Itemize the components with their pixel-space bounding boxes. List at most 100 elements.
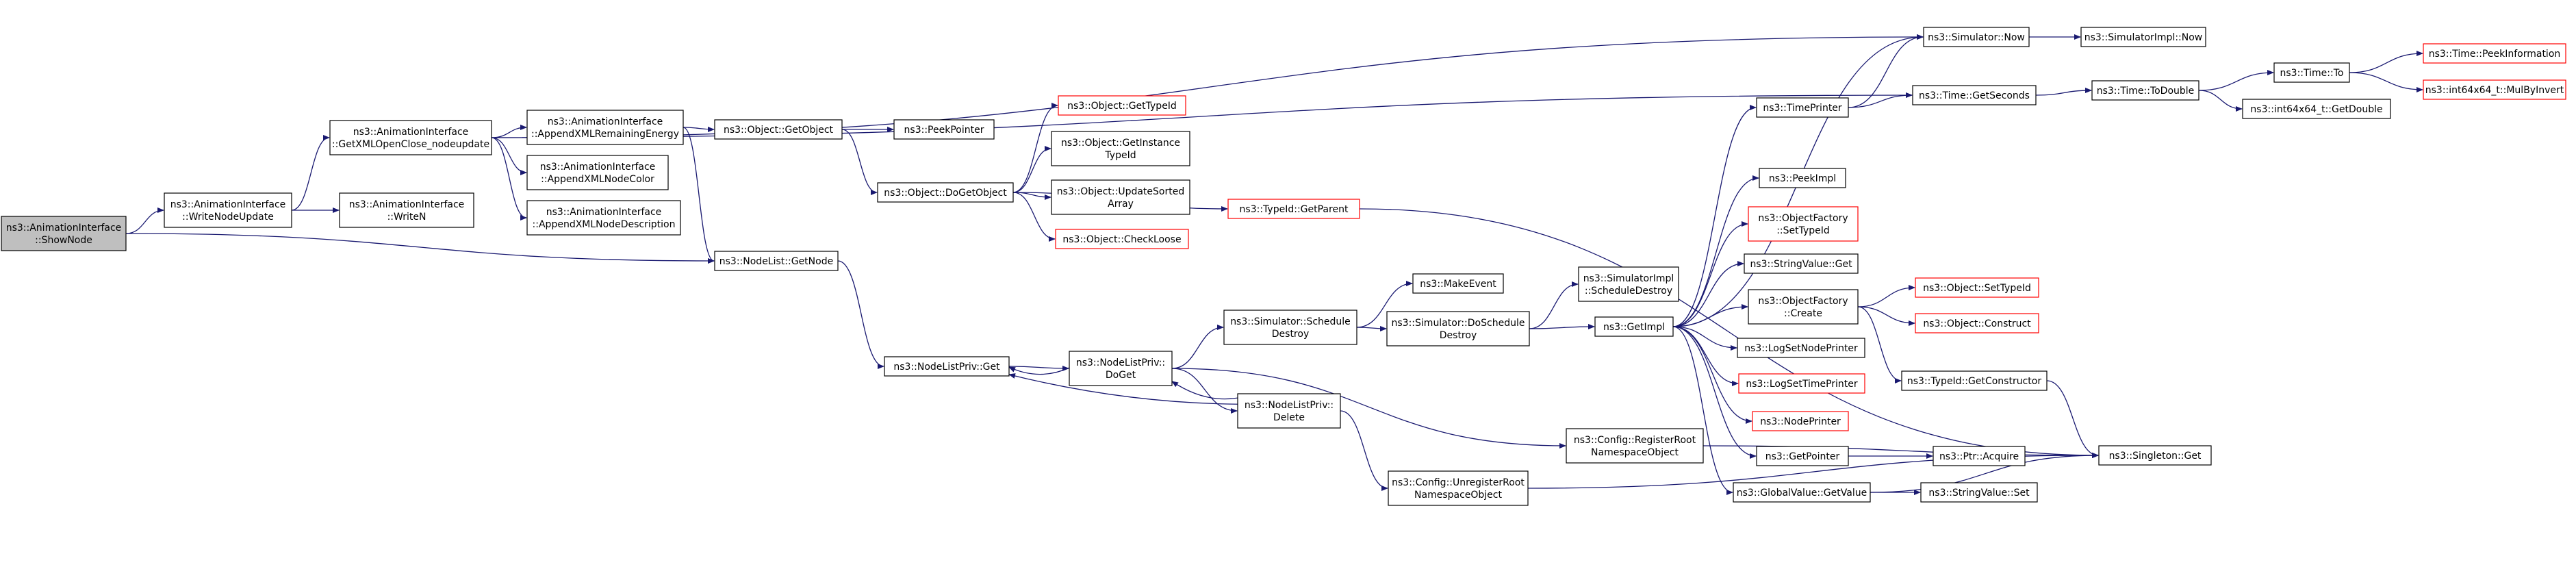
node-singleton-get[interactable]: ns3::Singleton::Get — [2098, 445, 2212, 466]
node-append-color[interactable]: ns3::AnimationInterface::AppendXMLNodeCo… — [526, 155, 669, 190]
node-label: ns3::Object::DoGetObject — [884, 188, 1007, 199]
node-label: ns3::NodeListPriv::Get — [893, 362, 1000, 373]
node-label: ns3::AnimationInterface — [170, 199, 286, 210]
node-box — [1738, 373, 1865, 394]
node-obj-set-type-id[interactable]: ns3::Object::SetTypeId — [1915, 277, 2039, 298]
node-node-list-get-node[interactable]: ns3::NodeList::GetNode — [714, 251, 839, 271]
node-label: ns3::LogSetTimePrinter — [1746, 379, 1858, 390]
node-label: ns3::AnimationInterface — [353, 127, 469, 138]
edge-append-energy-to-get-object — [683, 126, 715, 132]
node-box — [1933, 446, 2026, 466]
node-label: ns3::Time::To — [2280, 68, 2344, 79]
edge-get-xml-to-time-get-seconds — [491, 92, 1913, 138]
node-peek-impl[interactable]: ns3::PeekImpl — [1759, 168, 1846, 188]
node-label: ::Create — [1784, 308, 1822, 319]
node-cfg-unregister[interactable]: ns3::Config::UnregisterRootNamespaceObje… — [1388, 470, 1529, 506]
node-node-list-priv-get[interactable]: ns3::NodeListPriv::Get — [884, 356, 1010, 377]
node-int64-get-double[interactable]: ns3::int64x64_t::GetDouble — [2242, 99, 2391, 119]
edge-node-list-priv-do-get-to-cfg-register — [1171, 368, 1566, 449]
node-do-get-object[interactable]: ns3::Object::DoGetObject — [877, 182, 1014, 203]
node-sim-sched-destroy[interactable]: ns3::Simulator::ScheduleDestroy — [1223, 310, 1357, 345]
node-label: ns3::Object::GetObject — [724, 125, 834, 136]
node-log-set-time-printer[interactable]: ns3::LogSetTimePrinter — [1738, 373, 1865, 394]
node-sim-now[interactable]: ns3::Simulator::Now — [1923, 27, 2030, 47]
node-time-to[interactable]: ns3::Time::To — [2273, 62, 2350, 83]
node-box — [2423, 79, 2566, 100]
edge-time-get-seconds-to-time-to-double — [2035, 88, 2092, 96]
node-global-value-get-value[interactable]: ns3::GlobalValue::GetValue — [1733, 482, 1871, 503]
edge-show-node-to-write-node-update — [125, 207, 164, 234]
node-of-set-type-id[interactable]: ns3::ObjectFactory::SetTypeId — [1748, 206, 1859, 242]
node-label: ns3::Singleton::Get — [2109, 451, 2202, 462]
node-label: ns3::Object::GetInstance — [1061, 138, 1180, 149]
node-type-id-get-parent[interactable]: ns3::TypeId::GetParent — [1227, 199, 1360, 219]
node-get-object[interactable]: ns3::Object::GetObject — [714, 119, 843, 140]
node-append-energy[interactable]: ns3::AnimationInterface::AppendXMLRemain… — [526, 110, 684, 145]
node-get-type-id[interactable]: ns3::Object::GetTypeId — [1058, 95, 1186, 116]
node-node-list-priv-do-get[interactable]: ns3::NodeListPriv::DoGet — [1069, 351, 1173, 386]
node-make-event[interactable]: ns3::MakeEvent — [1412, 273, 1504, 294]
node-ptr-acquire[interactable]: ns3::Ptr::Acquire — [1933, 446, 2026, 466]
node-box — [1578, 266, 1679, 302]
node-label: ns3::int64x64_t::MulByInvert — [2425, 85, 2564, 96]
edge-do-get-object-to-get-type-id — [1012, 103, 1058, 193]
node-get-pointer[interactable]: ns3::GetPointer — [1756, 446, 1849, 466]
node-obj-construct[interactable]: ns3::Object::Construct — [1915, 313, 2039, 333]
node-type-id-get-ctor[interactable]: ns3::TypeId::GetConstructor — [1901, 370, 2048, 391]
node-box — [1748, 206, 1859, 242]
node-label: ns3::AnimationInterface — [349, 199, 465, 210]
edge-type-id-get-parent-to-singleton-get — [1359, 208, 2099, 458]
node-show-node[interactable]: ns3::AnimationInterface::ShowNode — [1, 216, 127, 251]
edge-sim-do-sched-destroy-to-sim-impl-sched-destroy — [1529, 281, 1579, 329]
node-node-printer[interactable]: ns3::NodePrinter — [1752, 411, 1849, 431]
node-string-value-get[interactable]: ns3::StringValue::Get — [1744, 253, 1859, 274]
node-get-impl[interactable]: ns3::GetImpl — [1594, 316, 1674, 337]
node-box — [1, 216, 127, 251]
node-label: ::WriteNodeUpdate — [182, 212, 274, 223]
node-box — [1237, 393, 1341, 429]
edge-time-printer-to-time-get-seconds — [1848, 92, 1913, 108]
node-check-loose[interactable]: ns3::Object::CheckLoose — [1055, 229, 1189, 249]
node-node-list-priv-delete[interactable]: ns3::NodeListPriv::Delete — [1237, 393, 1341, 429]
edge-sim-sched-destroy-to-sim-do-sched-destroy — [1356, 325, 1387, 331]
node-box — [1759, 168, 1846, 188]
node-box — [1756, 97, 1849, 118]
node-append-desc[interactable]: ns3::AnimationInterface::AppendXMLNodeDe… — [526, 200, 681, 236]
node-label: NamespaceObject — [1591, 447, 1679, 458]
node-label: ::ScheduleDestroy — [1585, 286, 1672, 297]
edge-get-xml-to-append-energy — [491, 125, 527, 138]
node-write-n[interactable]: ns3::AnimationInterface::WriteN — [339, 192, 474, 228]
node-label: ns3::Time::GetSeconds — [1919, 90, 2030, 101]
node-string-value-set[interactable]: ns3::StringValue::Set — [1920, 482, 2038, 503]
node-time-get-seconds[interactable]: ns3::Time::GetSeconds — [1912, 85, 2037, 105]
node-of-create[interactable]: ns3::ObjectFactory::Create — [1748, 289, 1859, 325]
node-peek-pointer[interactable]: ns3::PeekPointer — [893, 119, 995, 140]
node-box — [1412, 273, 1504, 294]
node-box — [1069, 351, 1173, 386]
node-time-peek-info[interactable]: ns3::Time::PeekInformation — [2423, 43, 2566, 64]
edge-get-impl-to-string-value-get — [1672, 261, 1744, 327]
node-log-set-node-printer[interactable]: ns3::LogSetNodePrinter — [1737, 338, 1865, 358]
edge-node-list-priv-do-get-to-sim-sched-destroy — [1171, 325, 1224, 369]
edge-sim-sched-destroy-to-make-event — [1356, 281, 1413, 328]
node-sim-impl-sched-destroy[interactable]: ns3::SimulatorImpl::ScheduleDestroy — [1578, 266, 1679, 302]
node-time-printer[interactable]: ns3::TimePrinter — [1756, 97, 1849, 118]
node-label: Destroy — [1272, 329, 1309, 340]
node-label: ns3::Simulator::Now — [1928, 32, 2025, 43]
node-label: ns3::Ptr::Acquire — [1939, 451, 2019, 462]
node-time-to-double[interactable]: ns3::Time::ToDouble — [2091, 80, 2199, 101]
node-box — [714, 251, 839, 271]
node-box — [1915, 277, 2039, 298]
node-label: ns3::TypeId::GetParent — [1240, 204, 1349, 215]
node-sim-impl-now[interactable]: ns3::SimulatorImpl::Now — [2080, 27, 2206, 47]
node-get-xml[interactable]: ns3::AnimationInterface::GetXMLOpenClose… — [329, 120, 492, 155]
node-label: ns3::Object::GetTypeId — [1067, 101, 1177, 112]
node-box — [1058, 95, 1186, 116]
node-write-node-update[interactable]: ns3::AnimationInterface::WriteNodeUpdate — [164, 192, 292, 228]
node-mul-by-invert[interactable]: ns3::int64x64_t::MulByInvert — [2423, 79, 2566, 100]
